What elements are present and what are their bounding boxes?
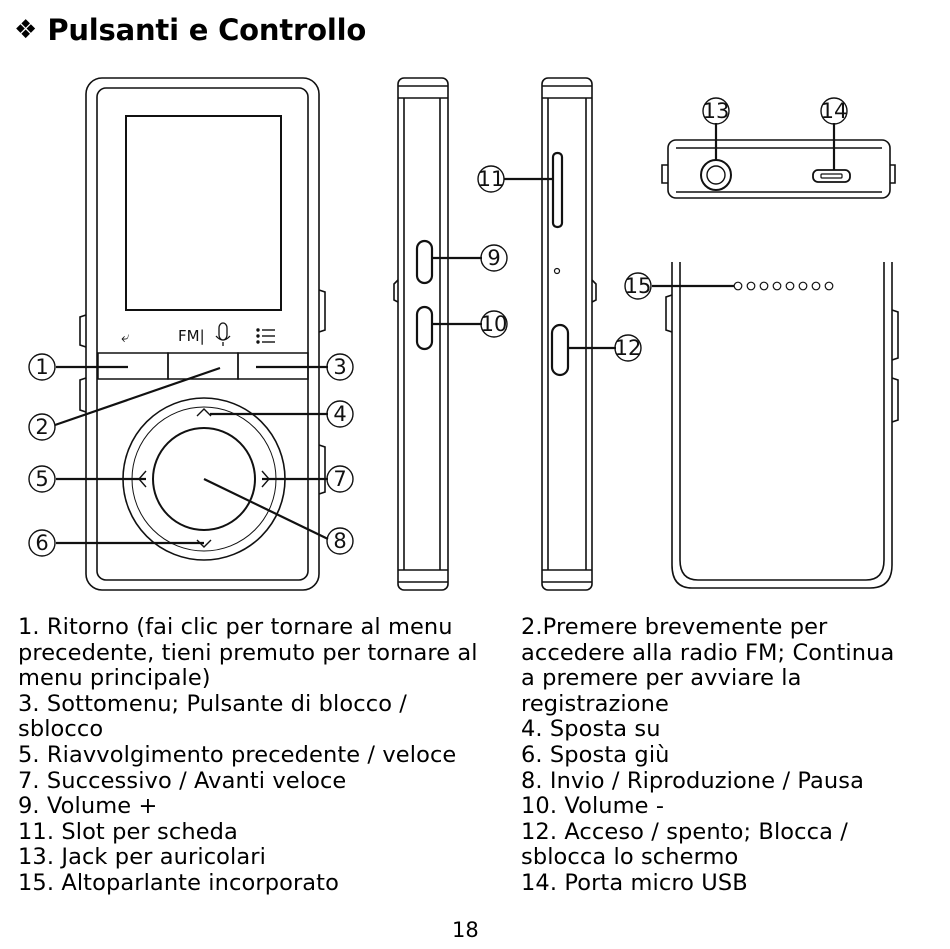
svg-text:11: 11 xyxy=(478,167,505,191)
svg-text:12: 12 xyxy=(615,336,642,360)
fm-button[interactable] xyxy=(167,352,239,380)
svg-text:15: 15 xyxy=(625,274,652,298)
description-line: 8. Invio / Riproduzione / Pausa xyxy=(521,767,864,794)
description-line: a premere per avviare la xyxy=(521,665,802,692)
callout-11: 11 xyxy=(477,165,505,193)
callout-13: 13 xyxy=(702,97,730,125)
callout-3: 3 xyxy=(326,353,354,381)
svg-text:5: 5 xyxy=(35,467,48,491)
description-line: 6. Sposta giù xyxy=(521,741,670,768)
power-button[interactable] xyxy=(550,323,570,377)
front-side-bump-left-2 xyxy=(79,377,87,413)
description-line: 4. Sposta su xyxy=(521,716,661,743)
svg-text:6: 6 xyxy=(35,531,48,555)
front-screen xyxy=(125,115,282,311)
section-heading: ❖ Pulsanti e Controllo xyxy=(14,8,366,52)
description-line: menu principale) xyxy=(18,665,211,692)
description-line: 1. Ritorno (fai clic per tornare al menu xyxy=(18,614,453,640)
top-view xyxy=(661,139,896,199)
callout-8: 8 xyxy=(326,527,354,555)
right-side-body xyxy=(541,77,593,591)
description-line: 14. Porta micro USB xyxy=(521,869,748,896)
play-pause-button[interactable] xyxy=(152,427,256,531)
description-line: 12. Acceso / spento; Blocca / xyxy=(521,818,848,845)
page-number: 18 xyxy=(452,918,479,942)
up-arrow-icon xyxy=(196,408,212,417)
front-view: ⤶ FM| xyxy=(79,77,326,591)
micro-usb-port[interactable] xyxy=(812,169,851,183)
description-line: 7. Successivo / Avanti veloce xyxy=(18,767,347,794)
callout-6: 6 xyxy=(28,529,56,557)
description-line: 2.Premere brevemente per xyxy=(521,614,828,640)
callout-15: 15 xyxy=(624,272,652,300)
description-line: 11. Slot per scheda xyxy=(18,818,238,845)
card-slot[interactable] xyxy=(551,151,564,229)
back-body xyxy=(671,262,893,589)
svg-text:3: 3 xyxy=(333,355,346,379)
description-line: registrazione xyxy=(521,690,669,717)
callout-4: 4 xyxy=(326,400,354,428)
descriptions-right-column: 2.Premere brevemente per accedere alla r… xyxy=(521,614,946,897)
speaker-holes xyxy=(733,281,834,291)
callout-10: 10 xyxy=(480,310,508,338)
svg-text:8: 8 xyxy=(333,529,346,553)
svg-text:9: 9 xyxy=(487,246,500,270)
svg-text:7: 7 xyxy=(333,467,346,491)
four-diamond-bullet-icon: ❖ xyxy=(14,15,38,45)
svg-text:13: 13 xyxy=(703,99,730,123)
callout-5: 5 xyxy=(28,465,56,493)
svg-text:2: 2 xyxy=(35,415,48,439)
right-side-view xyxy=(541,77,597,591)
description-line: 3. Sottomenu; Pulsante di blocco / xyxy=(18,690,407,717)
volume-up-button[interactable] xyxy=(415,239,434,285)
descriptions-left-column: 1. Ritorno (fai clic per tornare al menu… xyxy=(18,614,498,897)
svg-text:14: 14 xyxy=(821,99,848,123)
callouts: 1 2 3 4 5 6 7 8 9 10 11 12 13 14 15 xyxy=(28,97,848,557)
top-body xyxy=(667,139,891,199)
device-diagram: ⤶ FM| xyxy=(28,77,899,591)
front-side-bump-left xyxy=(79,314,87,348)
description-line: sblocco xyxy=(18,716,104,743)
menu-list-icon xyxy=(256,328,275,344)
svg-text:10: 10 xyxy=(481,312,508,336)
callout-14: 14 xyxy=(820,97,848,125)
svg-text:4: 4 xyxy=(333,402,346,426)
callout-9: 9 xyxy=(480,244,508,272)
description-line: 5. Riavvolgimento precedente / veloce xyxy=(18,741,457,768)
section-title: Pulsanti e Controllo xyxy=(47,13,367,47)
back-view xyxy=(665,262,899,589)
callout-1: 1 xyxy=(28,353,56,381)
leader-lines xyxy=(54,123,836,545)
description-line: 15. Altoparlante incorporato xyxy=(18,869,339,896)
description-line: 13. Jack per auricolari xyxy=(18,844,266,871)
description-line: 10. Volume - xyxy=(521,793,665,820)
front-body xyxy=(85,77,320,591)
description-line: accedere alla radio FM; Continua xyxy=(521,639,895,666)
description-line: 9. Volume + xyxy=(18,793,158,820)
left-side-body xyxy=(397,77,449,591)
back-button-label: ⤶ xyxy=(121,328,129,346)
headphone-jack[interactable] xyxy=(700,159,732,191)
callout-7: 7 xyxy=(326,465,354,493)
volume-down-button[interactable] xyxy=(415,305,434,351)
callout-2: 2 xyxy=(28,413,56,441)
front-inner-bezel xyxy=(96,87,309,581)
svg-text:1: 1 xyxy=(35,355,48,379)
description-line: precedente, tieni premuto per tornare al xyxy=(18,639,478,666)
description-line: sblocca lo schermo xyxy=(521,844,739,871)
callout-12: 12 xyxy=(614,334,642,362)
fm-button-label: FM| xyxy=(178,327,205,345)
microphone-hole xyxy=(553,267,561,275)
left-side-view xyxy=(393,77,449,591)
microphone-icon xyxy=(215,322,231,346)
front-side-bump-right-2 xyxy=(318,444,326,495)
front-side-bump-right xyxy=(318,289,326,333)
